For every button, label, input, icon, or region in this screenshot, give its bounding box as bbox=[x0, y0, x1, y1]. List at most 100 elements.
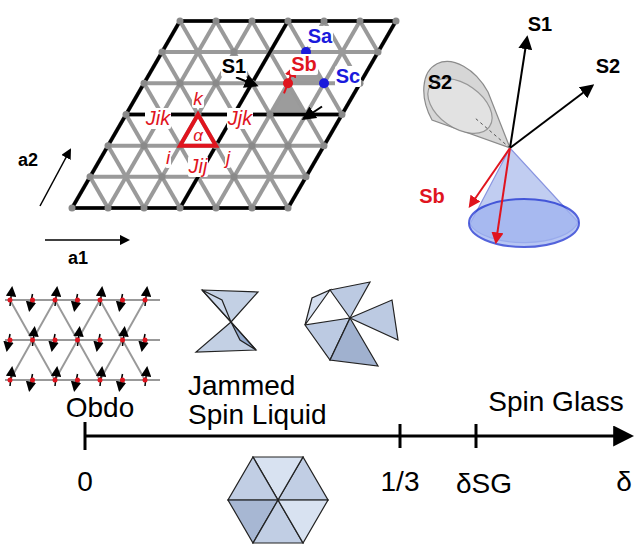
special-sites bbox=[180, 47, 329, 146]
figure-label: S1 bbox=[221, 56, 247, 77]
figure-label: Jjk bbox=[227, 108, 253, 129]
figure-label: Obdo bbox=[66, 393, 135, 422]
lattice-site bbox=[285, 142, 292, 149]
lattice-sites bbox=[69, 17, 400, 211]
lattice-site bbox=[105, 142, 112, 149]
lattice-site bbox=[249, 205, 256, 212]
lattice-site bbox=[267, 111, 274, 118]
spin-site bbox=[53, 378, 58, 383]
figure-label: α bbox=[193, 127, 203, 145]
figure-label: i bbox=[165, 148, 171, 168]
unit-cell-lines bbox=[72, 21, 396, 208]
spin-arrow bbox=[55, 288, 57, 306]
spin-site bbox=[98, 298, 103, 303]
lattice-site bbox=[141, 205, 148, 212]
lattice-site bbox=[321, 17, 328, 24]
spin-arrow bbox=[10, 288, 12, 306]
spin-site bbox=[75, 338, 80, 343]
spin-arrow bbox=[123, 328, 125, 346]
lattice-site bbox=[87, 173, 94, 180]
spin-site bbox=[30, 338, 35, 343]
lattice-site bbox=[213, 17, 220, 24]
spin-site bbox=[8, 338, 13, 343]
figure-label: k bbox=[192, 89, 204, 109]
spin-site bbox=[30, 298, 35, 303]
lattice-bond bbox=[162, 52, 252, 208]
lattice-site bbox=[357, 17, 364, 24]
lattice-site bbox=[285, 17, 292, 24]
spin-site bbox=[98, 378, 103, 383]
spin-arrow bbox=[100, 368, 102, 386]
lattice-bond bbox=[180, 21, 288, 208]
spin-arrow bbox=[55, 368, 57, 386]
lattice-bond bbox=[144, 83, 216, 208]
spin-site bbox=[143, 338, 148, 343]
figure-label: j bbox=[225, 148, 231, 168]
spin-site bbox=[8, 298, 13, 303]
spin-site bbox=[120, 378, 125, 383]
phase-axis bbox=[85, 422, 630, 450]
spin-site bbox=[75, 378, 80, 383]
spin-arrow bbox=[236, 77, 256, 85]
figure-label: Sb bbox=[419, 186, 445, 207]
spin-site bbox=[98, 338, 103, 343]
lattice-bond bbox=[216, 21, 306, 177]
lattice-bond bbox=[360, 21, 378, 52]
spin-site bbox=[120, 298, 125, 303]
figure-label: Sa bbox=[307, 26, 333, 47]
spin-arrow bbox=[145, 288, 147, 306]
lattice-site bbox=[123, 111, 130, 118]
figure-label: δ bbox=[616, 467, 632, 496]
kagome-lattice bbox=[72, 21, 396, 208]
lattice-bond bbox=[108, 146, 144, 208]
lattice-site bbox=[303, 173, 310, 180]
spin-cone-figure bbox=[418, 38, 592, 247]
obdo-spins bbox=[7, 288, 148, 390]
lattice-bond bbox=[180, 21, 288, 208]
lattice-site bbox=[231, 49, 238, 56]
spin-arrow bbox=[78, 328, 80, 346]
spin-site bbox=[53, 298, 58, 303]
figure-label: Jik bbox=[145, 108, 171, 129]
spin-site bbox=[30, 378, 35, 383]
red-triangle bbox=[180, 114, 216, 145]
spin-site bbox=[143, 298, 148, 303]
tetrahedra-cluster bbox=[305, 282, 398, 366]
spin-arrow bbox=[304, 106, 322, 118]
lattice-site bbox=[69, 205, 76, 212]
figure-label: Sc bbox=[335, 66, 361, 87]
obdo-spin-pattern bbox=[5, 300, 160, 380]
bowtie-tetrahedra bbox=[196, 290, 258, 352]
spin-arrow bbox=[145, 368, 147, 386]
lattice-site bbox=[231, 173, 238, 180]
figure-label: Jammed Spin Liquid bbox=[188, 371, 348, 430]
figure-label: 0 bbox=[77, 467, 93, 496]
figure-label: S2 bbox=[596, 56, 620, 77]
spin-site bbox=[143, 378, 148, 383]
shaded-triangle bbox=[288, 52, 324, 83]
lattice-site bbox=[375, 49, 382, 56]
a1-arrow bbox=[45, 239, 128, 241]
lattice-site bbox=[105, 205, 112, 212]
lattice-site bbox=[249, 17, 256, 24]
lattice-site bbox=[393, 17, 400, 24]
lattice-site bbox=[177, 205, 184, 212]
figure-label: a2 bbox=[18, 151, 38, 170]
lattice-site bbox=[177, 17, 184, 24]
spin-arrow bbox=[33, 328, 35, 346]
lattice-bond bbox=[180, 21, 288, 208]
figure-label: Spin Glass bbox=[488, 387, 623, 416]
figure-label: S1 bbox=[528, 14, 552, 35]
lattice-site bbox=[159, 173, 166, 180]
lattice-site bbox=[213, 80, 220, 87]
spin-arrow bbox=[100, 288, 102, 306]
lattice-bond bbox=[108, 21, 216, 208]
figure-label: 1/3 bbox=[381, 467, 420, 496]
lattice-site bbox=[339, 111, 346, 118]
figure-label: a1 bbox=[68, 249, 88, 268]
spin-site bbox=[8, 378, 13, 383]
figure-label: S2 bbox=[428, 72, 452, 93]
lattice-bond bbox=[90, 177, 108, 208]
